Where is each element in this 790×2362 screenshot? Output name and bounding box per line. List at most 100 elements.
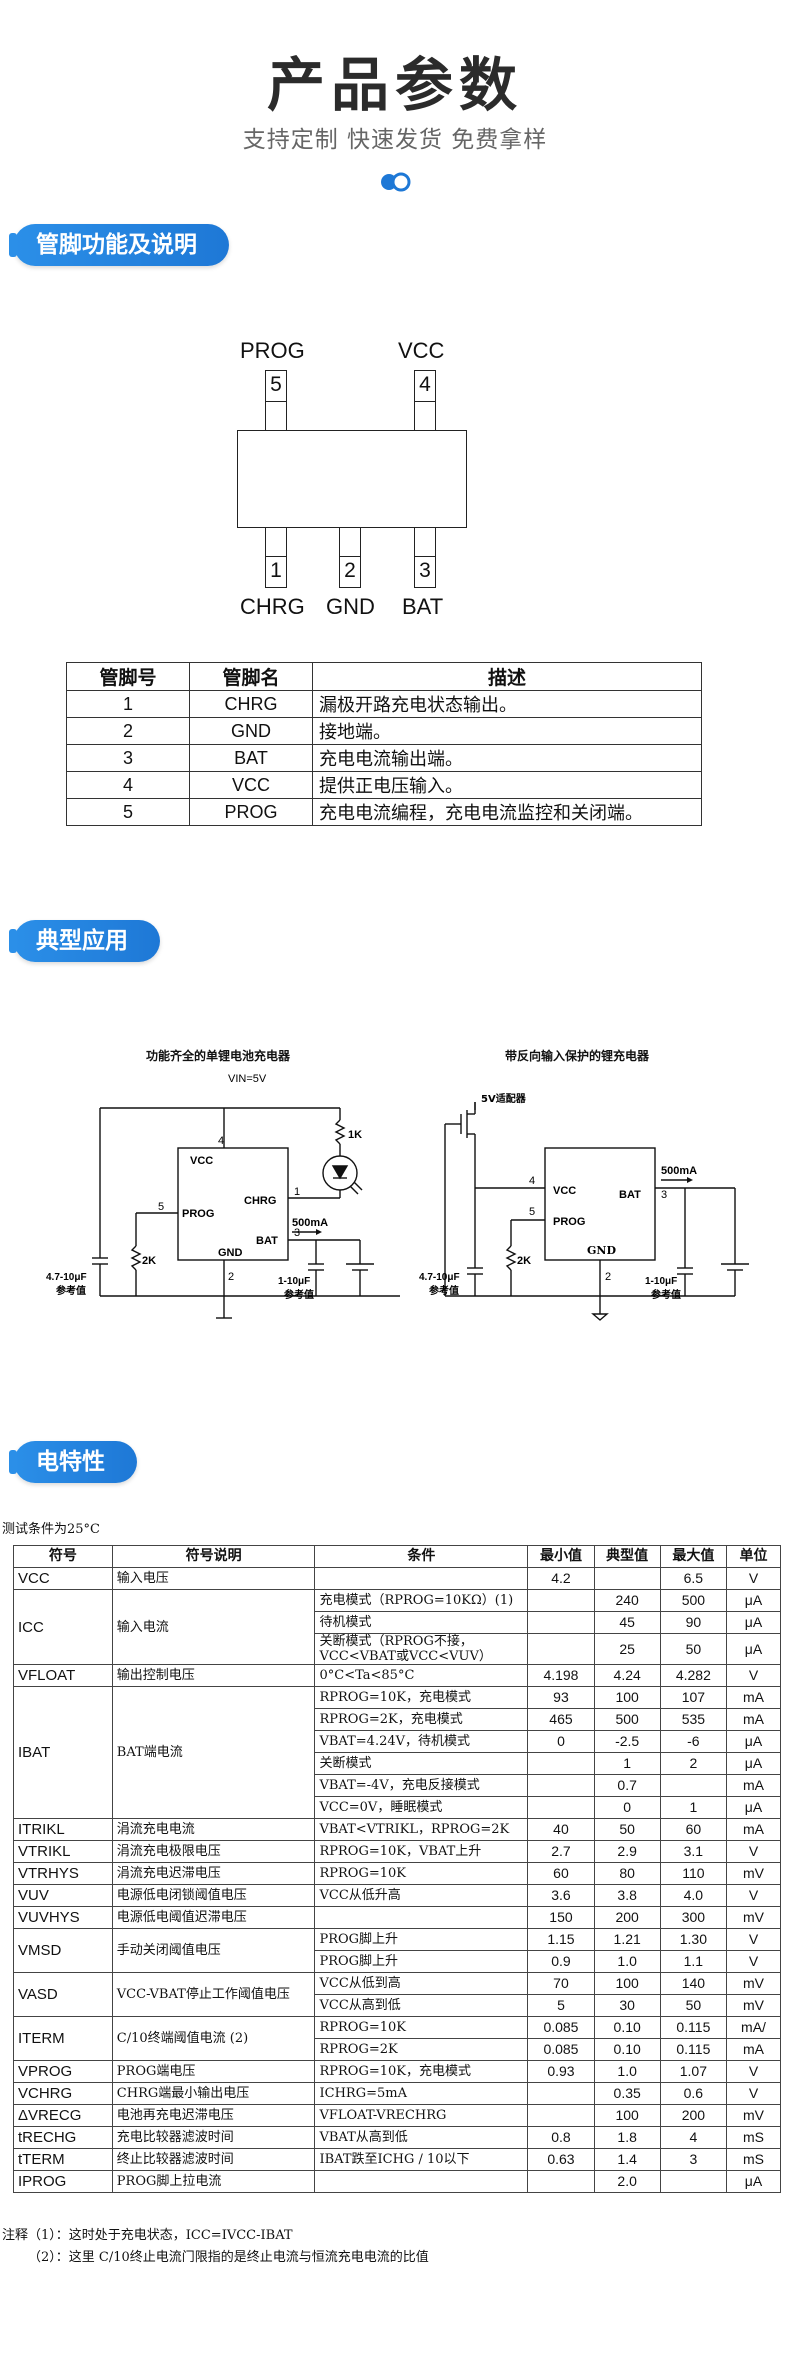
- cell-min: [527, 1796, 595, 1819]
- cell-symbol: VUVHYS: [13, 1906, 113, 1929]
- cell-min: 0.085: [527, 2016, 595, 2039]
- cell-symbol: VMSD: [13, 1928, 113, 1973]
- cell-max: 1: [659, 1796, 727, 1819]
- circuit-left: VIN=5V 1K VCC CHRG PROG BAT GND 4 1 5 3 …: [46, 1073, 400, 1319]
- cell-description: 涓流充电电流: [111, 1818, 316, 1841]
- cell-c: 关断模式（RPROG不接，VCC<VBAT或VCC<VUV）: [314, 1633, 529, 1665]
- table-header: 最小值: [527, 1545, 595, 1568]
- label-cin-ref: 参考值: [56, 1284, 86, 1297]
- cell-unit: V: [725, 1950, 782, 1973]
- cell-unit: V: [725, 1840, 782, 1863]
- cell-typ: 0.35: [593, 2082, 661, 2105]
- cell-max: 300: [659, 1906, 727, 1929]
- pin-num: 1: [294, 1186, 300, 1198]
- label-r2: 2K: [142, 1255, 156, 1267]
- cell-min: 465: [527, 1708, 595, 1731]
- cell-symbol: IBAT: [13, 1686, 113, 1819]
- page-subtitle: 支持定制 快速发货 免费拿样: [242, 127, 548, 153]
- cell-min: 3.6: [527, 1884, 595, 1907]
- cell-c: VCC=0V，睡眠模式: [314, 1796, 529, 1819]
- label-cout: 1-10μF: [645, 1276, 677, 1287]
- table-header: 典型值: [593, 1545, 661, 1568]
- cell-max: 535: [659, 1708, 727, 1731]
- cell-c: VBAT=-4V，充电反接模式: [314, 1774, 529, 1797]
- cell-description: C/10终端阈值电流 (2): [111, 2016, 316, 2061]
- cell-c: VCC从低到高: [314, 1972, 529, 1995]
- cell-min: [527, 2104, 595, 2127]
- cell-max: 0.115: [659, 2016, 727, 2039]
- cell-typ: 25: [593, 1633, 661, 1665]
- cell-unit: mA: [725, 2038, 782, 2061]
- label-current: 500mA: [292, 1217, 328, 1229]
- cell-symbol: VUV: [13, 1884, 113, 1907]
- cell-typ: 1: [593, 1752, 661, 1775]
- cell-min: 150: [527, 1906, 595, 1929]
- cell-min: [527, 1752, 595, 1775]
- cell-min: 4.2: [527, 1567, 595, 1590]
- cell-min: [527, 1774, 595, 1797]
- cell-max: 2: [659, 1752, 727, 1775]
- cell-max: 0.6: [659, 2082, 727, 2105]
- cell-min: 70: [527, 1972, 595, 1995]
- cell-c: PROG脚上升: [314, 1928, 529, 1951]
- cell-unit: mS: [725, 2148, 782, 2171]
- label-cin-ref: 参考值: [429, 1284, 459, 1297]
- cell-symbol: VTRIKL: [13, 1840, 113, 1863]
- cell-symbol: ICC: [13, 1589, 113, 1665]
- cell-c: RPROG=10K，充电模式: [314, 2060, 529, 2083]
- cell-max: 50: [659, 1994, 727, 2017]
- cell-max: 1.1: [659, 1950, 727, 1973]
- cell-c: [314, 1567, 529, 1590]
- cell-unit: V: [725, 2082, 782, 2105]
- app-left-title: 功能齐全的单锂电池充电器: [146, 1049, 291, 1063]
- cell-typ: 1.21: [593, 1928, 661, 1951]
- label-cin: 4.7-10μF: [419, 1272, 460, 1283]
- pin-num: 2: [228, 1271, 234, 1283]
- cell-unit: mA: [725, 1708, 782, 1731]
- section-badge-app: 典型应用: [9, 920, 160, 962]
- cell-typ: 1.4: [593, 2148, 661, 2171]
- pin-num: 3: [294, 1227, 300, 1239]
- cell-min: [527, 2170, 595, 2193]
- cell-max: 107: [659, 1686, 727, 1709]
- cell-symbol: IPROG: [13, 2170, 113, 2193]
- cell-typ: -2.5: [593, 1730, 661, 1753]
- cell-typ: 45: [593, 1611, 661, 1634]
- cell-symbol: VFLOAT: [13, 1664, 113, 1687]
- cell-symbol: ΔVRECG: [13, 2104, 113, 2127]
- section-badge-elec: 电特性: [9, 1441, 137, 1483]
- cell-unit: mA: [725, 1818, 782, 1841]
- cell-typ: 4.24: [593, 1664, 661, 1687]
- cell-max: -6: [659, 1730, 727, 1753]
- pin-num: 2: [605, 1271, 611, 1283]
- cell-max: 1.30: [659, 1928, 727, 1951]
- cell-symbol: tTERM: [13, 2148, 113, 2171]
- test-condition: 测试条件为25°C: [2, 1522, 100, 1537]
- cell-min: [527, 1589, 595, 1612]
- cell-max: 3: [659, 2148, 727, 2171]
- cell-min: 0.9: [527, 1950, 595, 1973]
- cell-typ: 1.8: [593, 2126, 661, 2149]
- pin-num: 5: [158, 1201, 164, 1213]
- cell-typ: 100: [593, 1686, 661, 1709]
- cell-max: 60: [659, 1818, 727, 1841]
- cell-description: 涓流充电迟滞电压: [111, 1862, 316, 1885]
- pin-label-bat: BAT: [402, 594, 444, 619]
- cell-min: 0.085: [527, 2038, 595, 2061]
- label-adapter: 5V适配器: [481, 1092, 527, 1105]
- notes: 注释（1）：这时处于充电状态，ICC=IVCC-IBAT （2）：这里 C/10…: [2, 2225, 429, 2269]
